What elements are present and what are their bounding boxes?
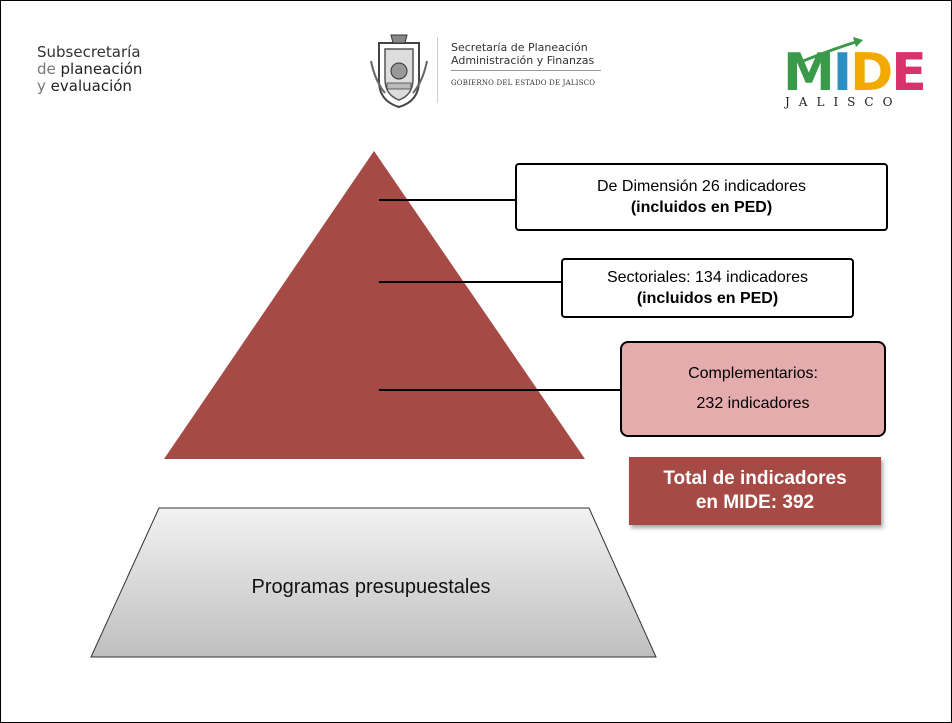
mide-jalisco-logo: MIDE JALISCO <box>783 35 943 115</box>
total-indicadores-badge: Total de indicadores en MIDE: 392 <box>629 457 881 525</box>
mide-wordmark: MIDE <box>783 43 927 103</box>
box-complementarios: Complementarios: 232 indicadores <box>620 341 886 437</box>
indicator-pyramid <box>164 151 585 459</box>
sub-logo-line2: de planeación <box>37 60 143 78</box>
programas-presupuestales-label: Programas presupuestales <box>251 576 491 598</box>
mide-subtitle: JALISCO <box>785 95 902 109</box>
growth-arrow-icon <box>802 37 863 63</box>
box-sectoriales: Sectoriales: 134 indicadores (incluidos … <box>561 258 854 318</box>
coat-of-arms-icon <box>370 34 428 109</box>
gov-logo-divider <box>437 37 438 103</box>
gov-logo-rule <box>451 70 601 71</box>
gov-logo-text: Secretaría de Planeación Administración … <box>451 41 601 90</box>
sub-logo-line3: y evaluación <box>37 77 132 95</box>
subsecretaria-logo: Subsecretaría de planeación y evaluación <box>37 44 142 95</box>
programas-base-trapezoid <box>90 507 657 658</box>
sub-logo-line1: Subsecretaría <box>37 43 141 61</box>
gobierno-jalisco-logo: Secretaría de Planeación Administración … <box>365 31 605 111</box>
box-dimension: De Dimensión 26 indicadores (incluidos e… <box>515 163 888 231</box>
